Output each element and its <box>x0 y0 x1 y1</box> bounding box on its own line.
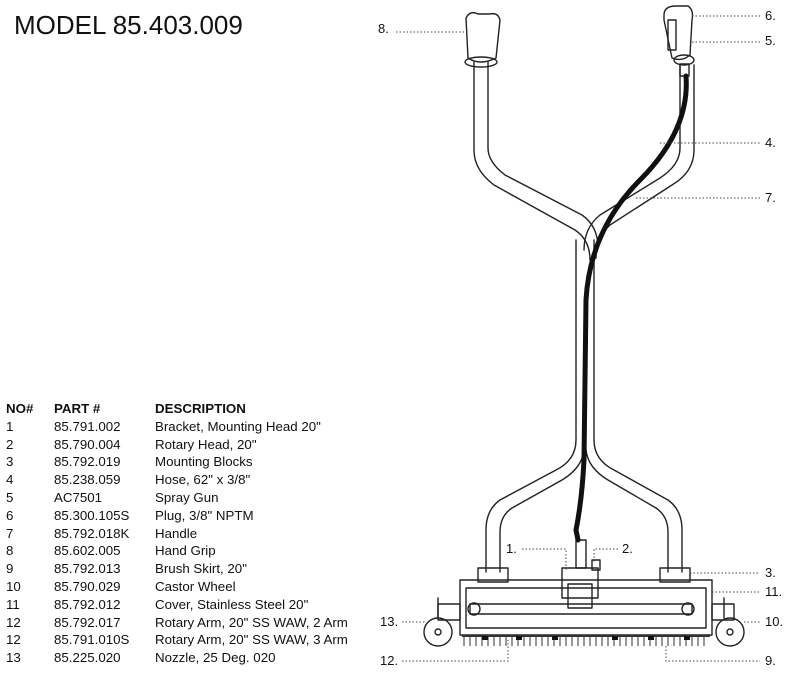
castor-wheel-left-hub <box>434 628 442 636</box>
part-number: 85.791.002 <box>54 418 121 434</box>
callout-1: 1. <box>506 541 517 556</box>
part-description: Hand Grip <box>155 543 216 559</box>
spray-gun-trigger <box>667 19 677 51</box>
mounting-block-right <box>659 567 691 583</box>
callout-2: 2. <box>622 541 633 556</box>
rotary-arm-end-left <box>467 602 481 616</box>
callout-4: 4. <box>765 135 776 150</box>
hand-grip <box>465 11 501 63</box>
part-number: AC7501 <box>54 489 103 505</box>
header-no: NO# <box>6 401 34 416</box>
callout-3: 3. <box>765 565 776 580</box>
part-number: 85.790.004 <box>54 436 121 452</box>
part-number-index: 1 <box>6 418 14 434</box>
mounting-block-left <box>477 567 509 583</box>
part-number-index: 12 <box>6 614 21 630</box>
rotary-arm-end-right <box>681 602 695 616</box>
handle-lower-left-inner <box>499 449 585 573</box>
leader-2 <box>593 548 618 562</box>
part-number: 85.792.017 <box>54 614 121 630</box>
part-description: Plug, 3/8" NPTM <box>155 507 254 523</box>
handle-lower-right <box>593 439 683 573</box>
callout-5: 5. <box>765 33 776 48</box>
part-number-index: 5 <box>6 489 14 505</box>
rotary-head <box>567 583 593 609</box>
part-description: Mounting Blocks <box>155 454 253 470</box>
part-number: 85.300.105S <box>54 507 130 523</box>
callout-7: 7. <box>765 190 776 205</box>
part-number: 85.792.013 <box>54 561 121 577</box>
part-number-index: 12 <box>6 632 21 648</box>
part-number: 85.225.020 <box>54 650 121 666</box>
callout-10: 10. <box>765 614 783 629</box>
part-description: Rotary Arm, 20" SS WAW, 2 Arm <box>155 614 348 630</box>
rotary-head-fitting <box>575 539 587 569</box>
part-description: Castor Wheel <box>155 578 236 594</box>
part-number-index: 3 <box>6 454 14 470</box>
leader-9 <box>665 646 760 662</box>
part-description: Hose, 62" x 3/8" <box>155 472 251 488</box>
castor-bracket-left <box>437 603 461 621</box>
handle-lower-right-inner <box>585 449 669 573</box>
callout-8: 8. <box>378 21 389 36</box>
leader-12 <box>402 640 509 662</box>
cover-inner <box>465 587 707 629</box>
part-number-index: 7 <box>6 525 14 541</box>
castor-wheel-right <box>715 617 745 647</box>
spray-gun-collar <box>673 54 695 66</box>
part-number-index: 10 <box>6 578 21 594</box>
handle-right-arm <box>583 64 681 251</box>
model-title: MODEL 85.403.009 <box>14 10 243 40</box>
part-number-index: 6 <box>6 507 14 523</box>
part-number: 85.790.029 <box>54 578 121 594</box>
hose <box>573 73 689 543</box>
part-number-index: 11 <box>6 596 20 612</box>
leader-1 <box>522 548 567 570</box>
hand-grip-collar <box>464 56 498 68</box>
callout-12: 12. <box>380 653 398 668</box>
callout-6: 6. <box>765 8 776 23</box>
part-description: Brush Skirt, 20" <box>155 561 247 577</box>
spray-gun <box>663 5 694 61</box>
castor-wheel-right-hub <box>726 628 734 636</box>
part-description: Handle <box>155 525 198 541</box>
handle-left-arm-inner <box>487 61 599 249</box>
part-description: Cover, Stainless Steel 20" <box>155 596 309 612</box>
handle-lower-left <box>485 439 577 573</box>
part-description: Rotary Head, 20" <box>155 436 257 452</box>
part-number: 85.602.005 <box>54 543 121 559</box>
castor-wheel-left <box>423 617 453 647</box>
callout-13: 13. <box>380 614 398 629</box>
brush-skirt <box>462 635 710 646</box>
rotary-arm <box>469 603 693 615</box>
part-number: 85.792.018K <box>54 525 130 541</box>
handle-left-arm <box>473 61 591 261</box>
part-number: 85.791.010S <box>54 632 130 648</box>
plug <box>591 559 601 571</box>
part-description: Rotary Arm, 20" SS WAW, 3 Arm <box>155 632 348 648</box>
part-number-index: 9 <box>6 561 14 577</box>
header-description: DESCRIPTION <box>155 401 246 416</box>
callout-11: 11. <box>765 584 782 599</box>
callout-9: 9. <box>765 653 776 668</box>
part-number: 85.238.059 <box>54 472 121 488</box>
brush-nozzle-marks <box>482 636 690 640</box>
part-number-index: 4 <box>6 472 14 488</box>
part-description: Nozzle, 25 Deg. 020 <box>155 650 276 666</box>
part-description: Spray Gun <box>155 489 219 505</box>
part-number-index: 8 <box>6 543 14 559</box>
part-number-index: 13 <box>6 650 21 666</box>
part-number: 85.792.012 <box>54 596 121 612</box>
part-number-index: 2 <box>6 436 14 452</box>
part-number: 85.792.019 <box>54 454 121 470</box>
header-part: PART # <box>54 401 101 416</box>
part-description: Bracket, Mounting Head 20" <box>155 418 321 434</box>
